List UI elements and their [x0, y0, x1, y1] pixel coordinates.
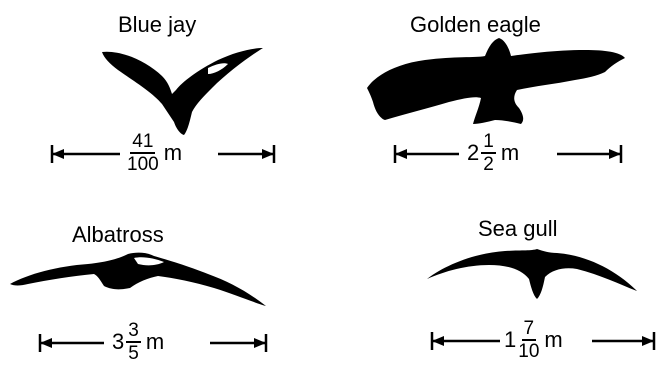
- fraction: 3 5: [126, 321, 141, 363]
- blue-jay-silhouette: [100, 42, 265, 137]
- fraction: 41 100: [127, 132, 159, 174]
- wingspan-value: 41 100 m: [126, 132, 182, 174]
- wingspan-measure: 2 1 2 m: [393, 132, 625, 172]
- numerator: 7: [522, 319, 537, 341]
- denominator: 10: [518, 341, 539, 361]
- wingspan-measure: 41 100 m: [50, 132, 276, 172]
- unit: m: [544, 327, 562, 353]
- wingspan-value: 2 1 2 m: [467, 132, 519, 174]
- fraction: 7 10: [518, 319, 539, 361]
- wingspan-measure: 1 7 10 m: [430, 320, 658, 360]
- whole-number: 3: [112, 329, 124, 355]
- denominator: 100: [127, 154, 159, 174]
- denominator: 5: [128, 343, 139, 363]
- bird-name: Albatross: [72, 222, 164, 248]
- golden-eagle-silhouette: [365, 36, 627, 126]
- sea-gull-silhouette: [425, 245, 640, 300]
- unit: m: [164, 140, 182, 166]
- numerator: 1: [481, 132, 496, 154]
- unit: m: [146, 329, 164, 355]
- bird-name: Golden eagle: [410, 12, 541, 38]
- whole-number: 2: [467, 140, 479, 166]
- numerator: 41: [130, 132, 155, 154]
- wingspan-value: 1 7 10 m: [504, 319, 563, 361]
- fraction: 1 2: [481, 132, 496, 174]
- unit: m: [501, 140, 519, 166]
- wingspan-value: 3 3 5 m: [112, 321, 164, 363]
- whole-number: 1: [504, 327, 516, 353]
- numerator: 3: [126, 321, 141, 343]
- wingspan-measure: 3 3 5 m: [38, 322, 270, 362]
- bird-name: Sea gull: [478, 216, 558, 242]
- denominator: 2: [483, 154, 494, 174]
- bird-name: Blue jay: [118, 12, 196, 38]
- albatross-silhouette: [8, 248, 270, 310]
